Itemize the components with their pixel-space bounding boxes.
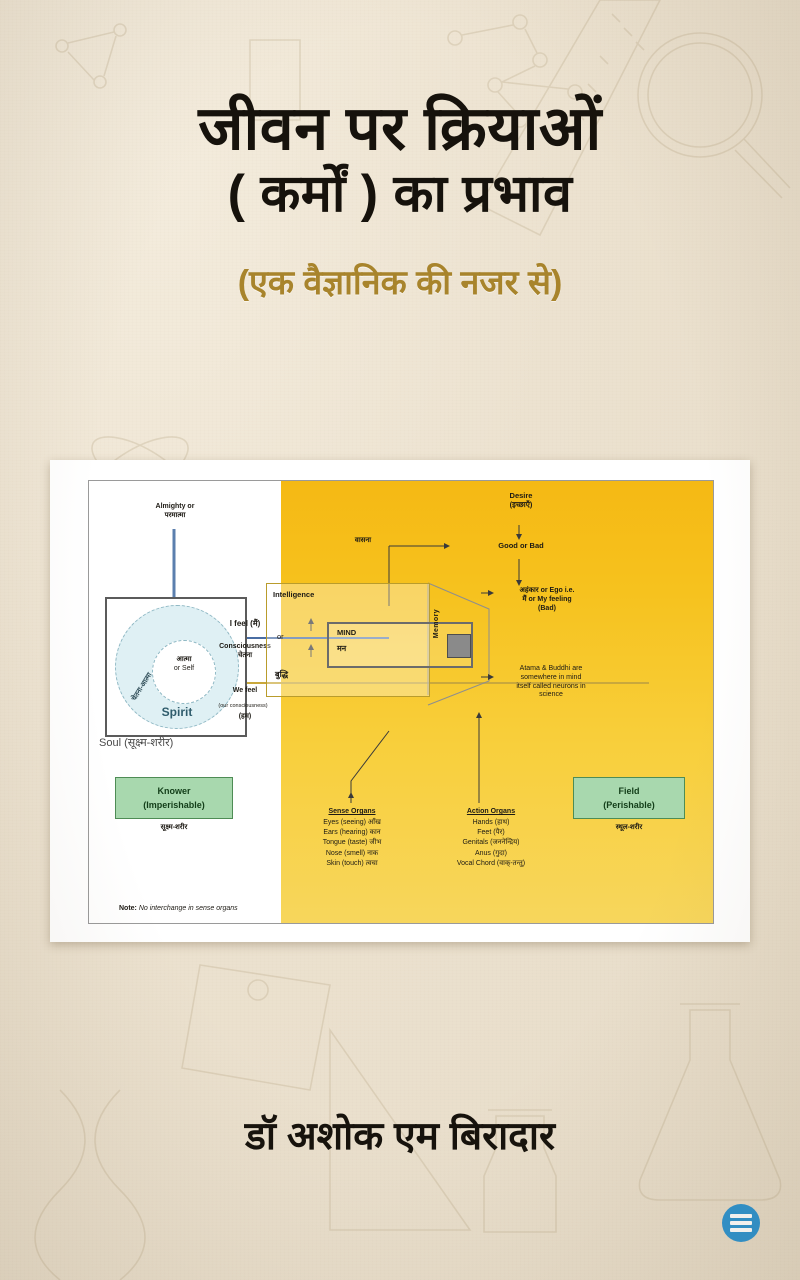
we-feel-label: We feel: [232, 687, 258, 694]
spirit-outer-circle: चेतना-आत्मा आत्मा or Self Spirit: [115, 605, 239, 729]
action-organs-header: Action Organs: [466, 808, 516, 815]
book-title-line-2: ( कर्मों ) का प्रभाव: [227, 164, 573, 223]
knower-box: Knower (Imperishable): [115, 777, 233, 819]
memory-chip: [447, 634, 471, 658]
action-organ-item: Anus (गुदा): [474, 849, 508, 857]
consciousness-label: Consciousness चेतना: [219, 643, 271, 659]
soul-caption: Soul (सूक्ष्म-शरीर): [99, 737, 174, 749]
logo-bar-3: [730, 1228, 752, 1232]
sense-organ-item: Ears (hearing) कान: [323, 829, 381, 837]
soul-square: चेतना-आत्मा आत्मा or Self Spirit: [105, 597, 247, 737]
action-organs-list: Action Organs Hands (हाथ) Feet (पैर) Genit…: [423, 807, 559, 869]
intelligence-or-label: or: [277, 632, 284, 641]
we-feel-sub-label: (our consciousness): [218, 703, 268, 709]
vasana-label: वासना: [354, 537, 372, 544]
ego-label: अहंकार or Ego i.e. मैं or My feeling (Ba…: [519, 587, 575, 612]
sense-organs-note: Note: No interchange in sense organs: [119, 905, 238, 912]
sense-organ-item: Skin (touch) त्वचा: [326, 859, 378, 867]
action-organ-item: Genitals (जननेन्द्रिय): [462, 839, 520, 847]
spirit-label: Spirit: [161, 705, 193, 719]
mind-box: MIND मन: [327, 622, 473, 668]
action-organ-item: Hands (हाथ): [472, 819, 510, 827]
book-title-line-1: जीवन पर क्रियाओं: [198, 94, 602, 162]
atma-label: आत्मा or Self: [173, 656, 195, 673]
sense-organ-item: Eyes (seeing) आँख: [323, 819, 381, 827]
knower-sub-label: सूक्ष्म-शरीर: [160, 824, 188, 831]
field-region-background: [281, 481, 713, 923]
almighty-label: Almighty or परमात्मा: [155, 503, 195, 519]
title-block: जीवन पर क्रियाओं ( कर्मों ) का प्रभाव (ए…: [0, 96, 800, 304]
field-sub-label: स्थूल-शरीर: [615, 824, 643, 831]
diagram-canvas: Almighty or परमात्मा चेतना-आत्मा आत्मा o…: [88, 480, 714, 924]
i-feel-label: I feel (मैं): [229, 619, 261, 628]
action-organ-item: Vocal Chord (वाक्-तन्तु): [456, 859, 526, 867]
intelligence-box: Intelligence or बुद्धि MIND मन: [266, 583, 473, 697]
atma-inner-circle: आत्मा or Self: [152, 640, 216, 704]
book-subtitle: (एक वैज्ञानिक की नजर से): [237, 263, 563, 302]
author-name: डॉ अशोक एम बिरादार: [245, 1115, 555, 1158]
logo-bar-1: [730, 1214, 752, 1218]
ring-label: चेतना-आत्मा: [130, 671, 154, 703]
sense-organs-list: Sense Organs Eyes (seeing) आँख Ears (hear…: [287, 807, 417, 869]
mind-label: MIND: [337, 628, 357, 637]
logo-bar-2: [730, 1221, 752, 1225]
desire-label: Desire (इच्छाएँ): [509, 491, 533, 510]
field-box: Field (Perishable): [573, 777, 685, 819]
buddhi-label: बुद्धि: [275, 670, 289, 679]
good-or-bad-label: Good or Bad: [498, 541, 544, 550]
sense-organ-item: Tongue (taste) जीभ: [322, 839, 382, 847]
neuron-note-label: Atama & Buddhi are somewhere in mind its…: [516, 665, 586, 699]
sense-organ-item: Nose (smell) नाक: [325, 849, 379, 857]
we-feel-hi-label: (हम): [238, 713, 252, 720]
intelligence-label: Intelligence: [273, 590, 315, 599]
action-organ-item: Feet (पैर): [477, 829, 505, 837]
publisher-logo: [722, 1204, 760, 1242]
mind-hi-label: मन: [337, 644, 347, 653]
diagram-card: Almighty or परमात्मा चेतना-आत्मा आत्मा o…: [50, 460, 750, 942]
sense-organs-header: Sense Organs: [328, 808, 376, 815]
memory-label: Memory: [433, 609, 440, 639]
